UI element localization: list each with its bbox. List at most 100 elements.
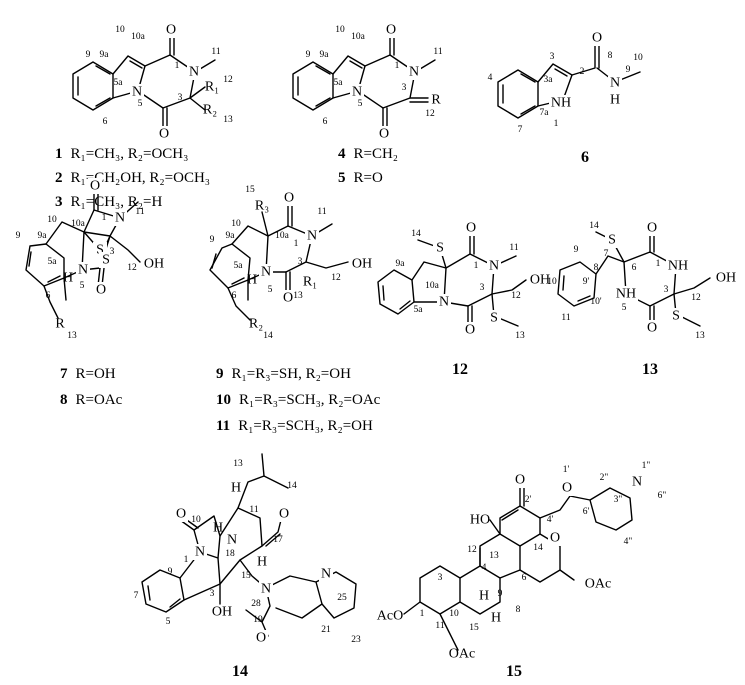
svg-text:4: 4: [482, 563, 487, 573]
svg-text:12: 12: [467, 545, 477, 555]
svg-text:9: 9: [574, 245, 579, 255]
oxygen-label: O: [515, 473, 525, 488]
svg-text:12: 12: [331, 273, 341, 283]
svg-text:14: 14: [533, 543, 543, 553]
oxygen-label: O: [283, 291, 293, 306]
svg-text:3: 3: [438, 573, 443, 583]
svg-text:14: 14: [589, 221, 599, 231]
nitrogen-label: N: [321, 567, 331, 582]
svg-text:13: 13: [223, 115, 233, 125]
hydrogen-label: H: [231, 481, 241, 496]
svg-text:5: 5: [166, 617, 171, 627]
svg-text:5a: 5a: [48, 257, 58, 267]
nitrogen-label: N: [610, 76, 620, 91]
svg-text:8: 8: [608, 51, 613, 61]
svg-text:4R=CH₂: 4R=CH₂: [338, 146, 398, 162]
oxygen-label: O: [284, 191, 294, 206]
oxygen-label: O: [466, 221, 476, 236]
svg-text:2': 2': [525, 495, 532, 505]
svg-text:2R₁=CH₂OH, R₂=OCH₃: 2R₁=CH₂OH, R₂=OCH₃: [55, 170, 210, 186]
svg-text:6: 6: [232, 291, 237, 301]
r-label: R: [55, 317, 65, 332]
svg-text:9: 9: [16, 231, 21, 241]
svg-text:11: 11: [561, 313, 570, 323]
oxygen-label: O: [90, 179, 100, 194]
svg-text:10: 10: [335, 25, 345, 35]
oxygen-label: O: [176, 507, 186, 522]
svg-text:9a: 9a: [396, 259, 406, 269]
svg-text:1: 1: [184, 555, 189, 565]
nitrogen-label: N: [78, 263, 88, 278]
nitrogen-label: N: [132, 85, 142, 100]
svg-text:1: 1: [175, 61, 180, 71]
svg-text:18: 18: [225, 549, 235, 559]
hydroxyl-label: HO: [470, 513, 490, 528]
oxygen-label: O: [465, 323, 475, 338]
svg-text:3R₁=CH₃, R₂=H: 3R₁=CH₃, R₂=H: [55, 194, 162, 210]
acetoxy-label: OAc: [449, 647, 475, 662]
svg-text:7a: 7a: [540, 108, 550, 118]
hydroxyl-label: OH: [212, 605, 232, 620]
compound-id: 6: [581, 149, 589, 166]
oxygen-label: O: [96, 283, 106, 298]
svg-text:15: 15: [245, 185, 255, 195]
svg-text:5a: 5a: [334, 78, 344, 88]
sulfur-label: S: [608, 233, 616, 248]
svg-text:11: 11: [249, 505, 258, 515]
svg-text:1: 1: [294, 239, 299, 249]
nitrogen-label: N: [261, 265, 271, 280]
oxygen-label: O: [159, 127, 169, 142]
svg-text:8: 8: [516, 605, 521, 615]
svg-text:13: 13: [233, 459, 243, 469]
svg-text:10': 10': [590, 297, 602, 307]
oxygen-label: O: [256, 631, 266, 646]
sulfur-label: S: [672, 309, 680, 324]
svg-text:11: 11: [317, 207, 326, 217]
svg-text:11: 11: [509, 243, 518, 253]
svg-text:10: 10: [231, 219, 241, 229]
svg-text:4": 4": [624, 537, 633, 547]
svg-text:2: 2: [580, 67, 585, 77]
svg-text:6: 6: [323, 117, 328, 127]
svg-text:1": 1": [642, 461, 651, 471]
svg-text:7: 7: [604, 249, 609, 259]
svg-text:6: 6: [632, 263, 637, 273]
svg-text:6: 6: [46, 291, 51, 301]
sulfur-label: S: [490, 311, 498, 326]
svg-text:28: 28: [251, 599, 261, 609]
svg-text:14: 14: [263, 331, 273, 341]
svg-text:10: 10: [449, 609, 459, 619]
r1-label: R₁: [205, 80, 219, 95]
svg-text:3a: 3a: [544, 75, 554, 85]
svg-text:5: 5: [138, 99, 143, 109]
hydrogen-label: H: [491, 611, 501, 626]
svg-text:5R=O: 5R=O: [338, 170, 383, 186]
svg-text:5a: 5a: [414, 305, 424, 315]
hydroxyl-label: OH: [144, 257, 164, 272]
svg-text:9R₁=R₃=SH, R₂=OH: 9R₁=R₃=SH, R₂=OH: [216, 366, 351, 382]
svg-text:6: 6: [522, 573, 527, 583]
structure-15: O O O N HO AcO OAc OAc H H 1'2' 4'6' 2"3…: [377, 461, 667, 680]
svg-text:1: 1: [102, 213, 107, 223]
svg-text:7R=OH: 7R=OH: [60, 366, 116, 382]
svg-text:3: 3: [210, 589, 215, 599]
sulfur-label: S: [102, 253, 110, 268]
oxygen-label: O: [550, 531, 560, 546]
hydrogen-label: H: [257, 555, 267, 570]
svg-text:17: 17: [273, 535, 283, 545]
compound-id: 12: [452, 361, 468, 378]
nitrogen-label: N: [352, 85, 362, 100]
svg-text:11: 11: [135, 207, 144, 217]
svg-text:9: 9: [86, 50, 91, 60]
nitrogen-label: N: [195, 545, 205, 560]
svg-text:6": 6": [658, 491, 667, 501]
svg-text:9': 9': [583, 277, 590, 287]
svg-text:3: 3: [110, 247, 115, 257]
acetoxy-label: AcO: [377, 609, 403, 624]
oxygen-label: O: [647, 321, 657, 336]
